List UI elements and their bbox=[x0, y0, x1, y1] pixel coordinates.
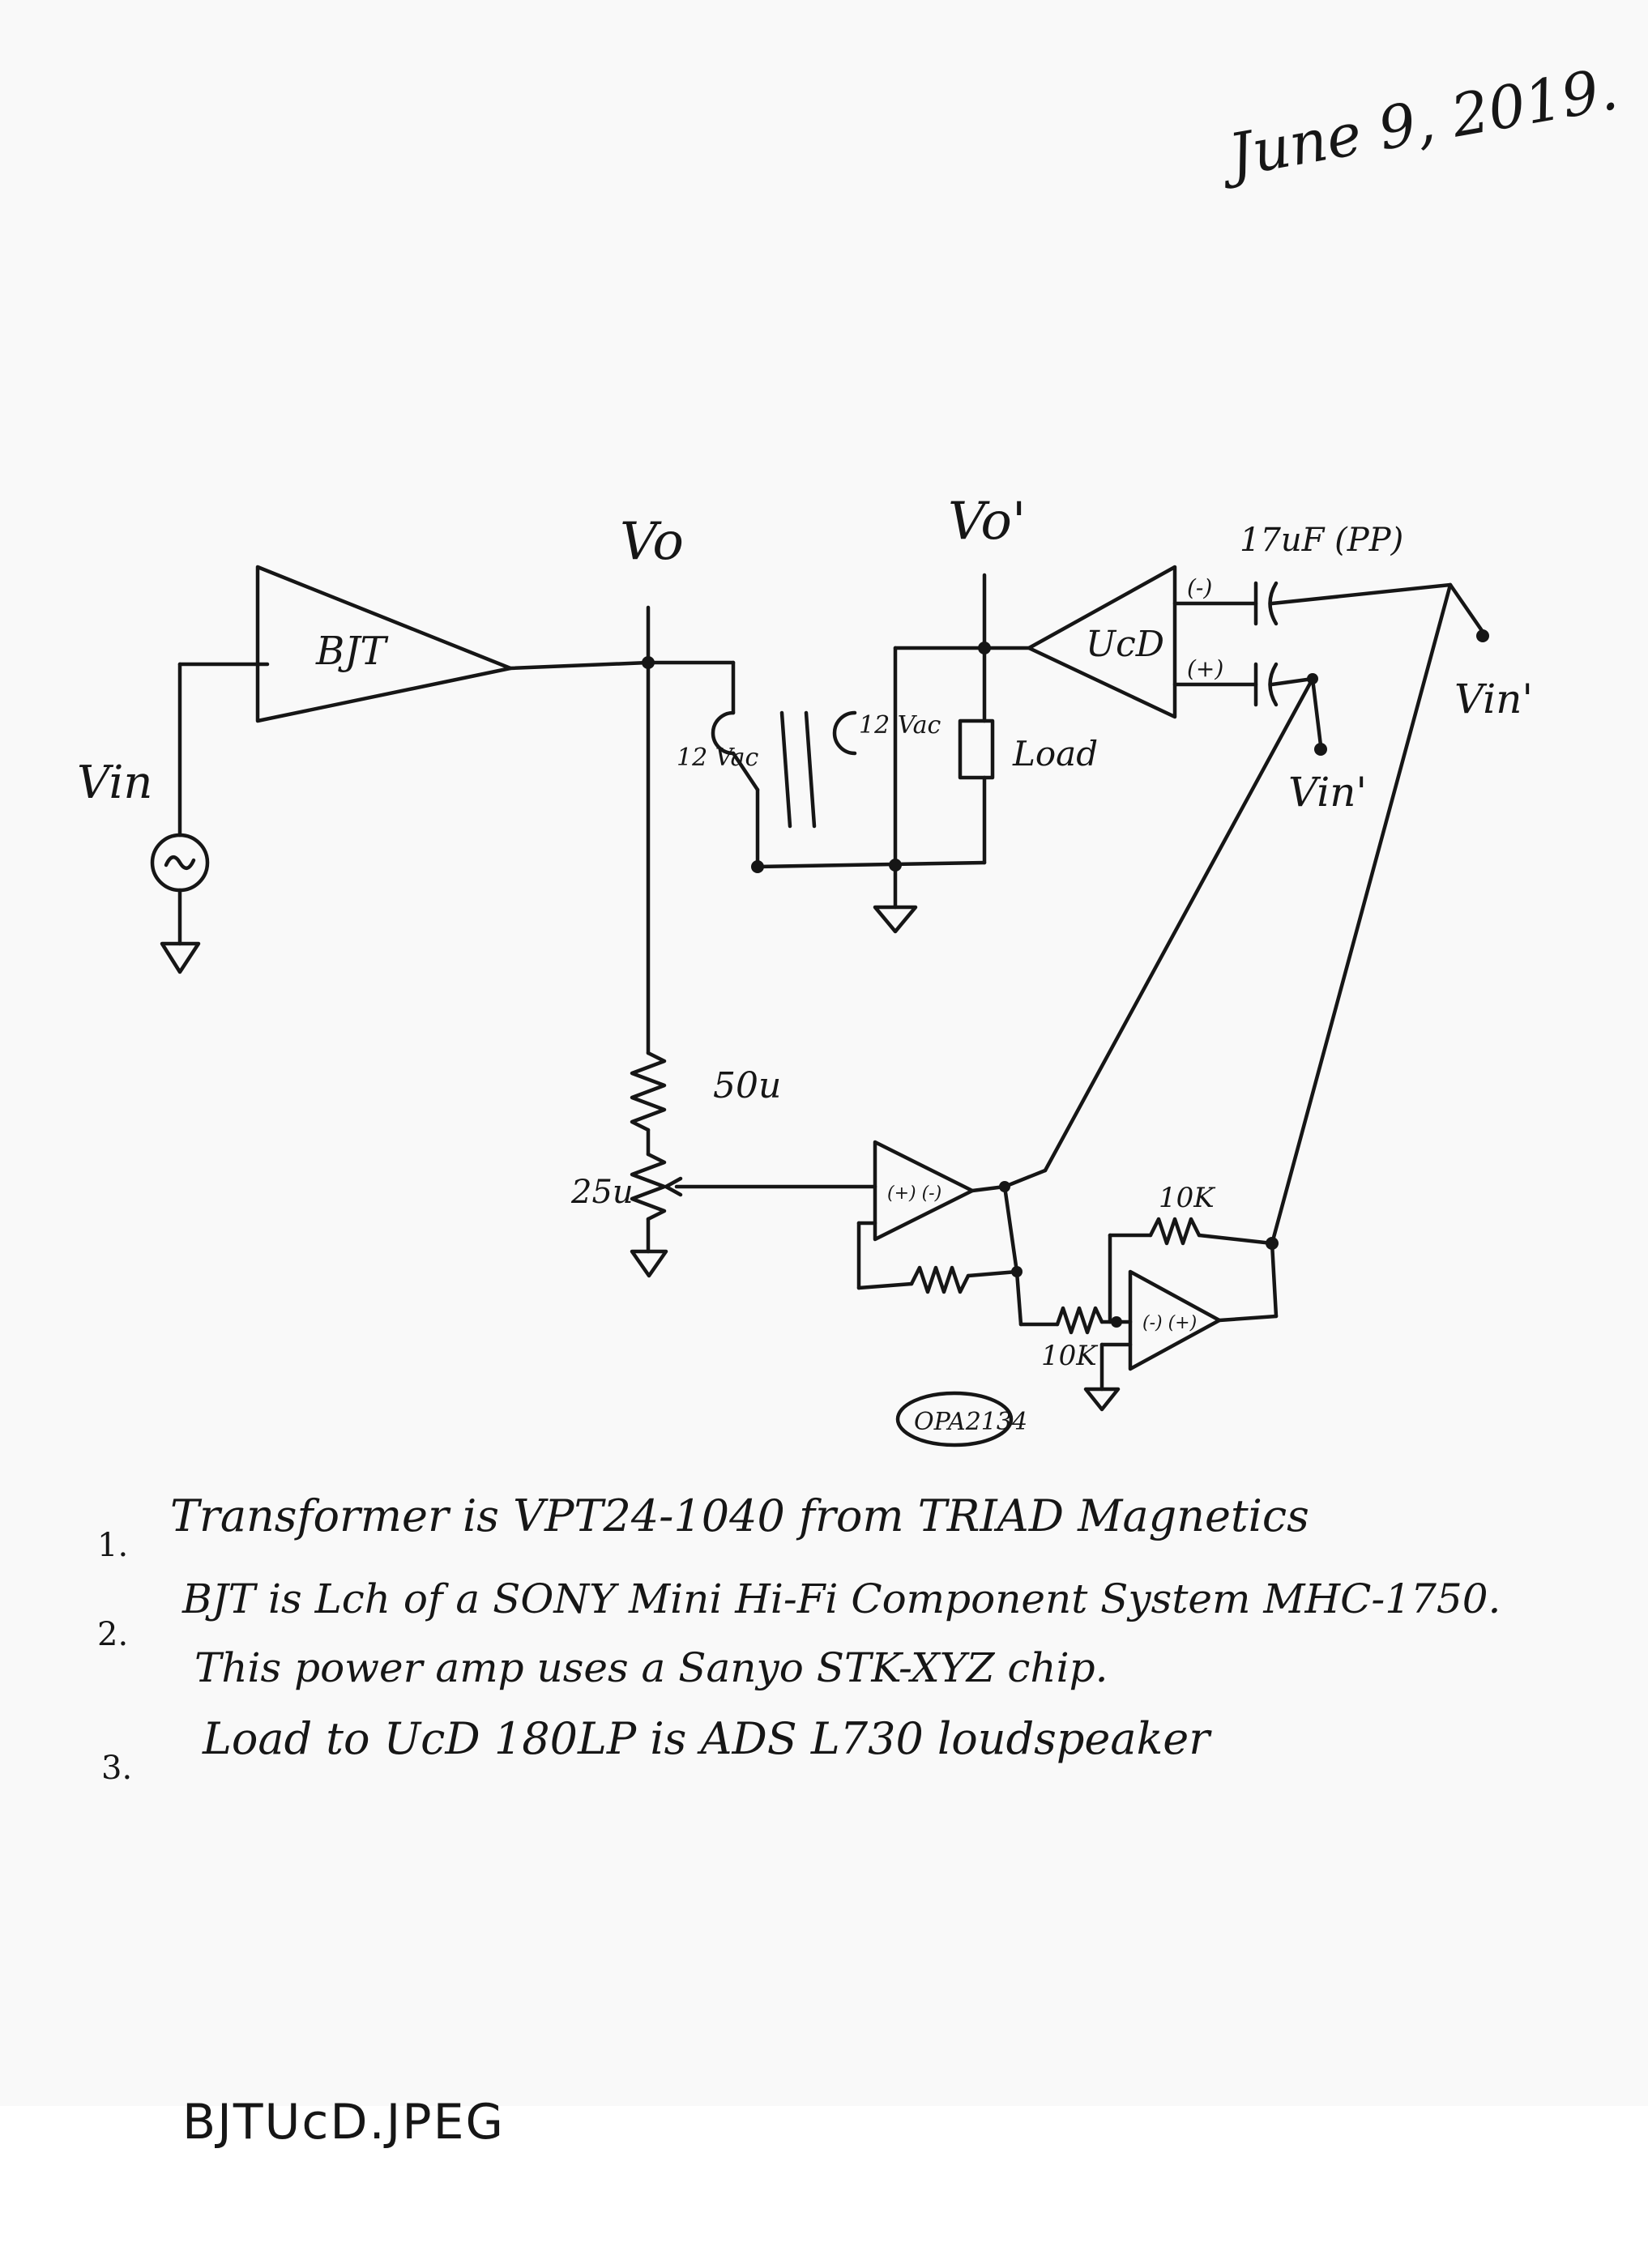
input-capacitors bbox=[1253, 581, 1453, 707]
opamp2-inputs-label: (-) (+) bbox=[1142, 1313, 1197, 1333]
vo-node bbox=[642, 605, 736, 1055]
secondary-voltage-label: 12 Vac bbox=[859, 711, 941, 740]
bjt-amplifier bbox=[255, 565, 651, 723]
res-10k-top-label: 10K bbox=[1159, 1182, 1216, 1214]
ucd-amplifier bbox=[1027, 565, 1258, 719]
paper-background bbox=[0, 0, 1648, 2106]
note-1-number: 1. bbox=[97, 1527, 129, 1564]
resistor-50 bbox=[630, 1051, 667, 1157]
feedback-wires bbox=[1002, 582, 1453, 1246]
cap-minus-label: (-) bbox=[1187, 574, 1212, 601]
opamp-1 bbox=[856, 1140, 1023, 1294]
transformer bbox=[711, 646, 987, 869]
pot-25-label: 25u bbox=[570, 1174, 634, 1211]
vin-prime-label: Vin' bbox=[1288, 769, 1367, 816]
note-3-number: 3. bbox=[101, 1750, 133, 1787]
note-2-number: 2. bbox=[97, 1616, 129, 1653]
note-3-text: Load to UcD 180LP is ADS L730 loudspeake… bbox=[203, 1713, 1210, 1764]
note-2-text: BJT is Lch of a SONY Mini Hi-Fi Componen… bbox=[182, 1575, 1501, 1622]
potentiometer-25 bbox=[630, 1152, 877, 1278]
load-label: Load bbox=[1012, 734, 1098, 774]
cap-plus-label: (+) bbox=[1187, 655, 1223, 682]
circuit-schematic: Vin BJT Vo 12 Vac 12 Vac bbox=[77, 492, 1533, 1447]
vo-prime-label: Vo' bbox=[948, 492, 1026, 552]
opamp-chip-label: OPA2134 bbox=[914, 1408, 1027, 1436]
capacitor-label: 17uF (PP) bbox=[1240, 522, 1403, 559]
note-1-text: Transformer is VPT24-1040 from TRIAD Mag… bbox=[170, 1490, 1309, 1541]
vin-source bbox=[150, 662, 270, 974]
ground-bus bbox=[751, 859, 987, 934]
vo-label: Vo bbox=[620, 512, 684, 572]
ucd-label: UcD bbox=[1086, 624, 1164, 665]
opamp1-inputs-label: (+) (-) bbox=[887, 1183, 941, 1204]
res-50-label: 50u bbox=[713, 1065, 781, 1106]
vin-prime-terminal bbox=[1310, 676, 1327, 756]
opamp-2 bbox=[1083, 1217, 1279, 1412]
primary-voltage-label: 12 Vac bbox=[677, 744, 759, 772]
bjt-label: BJT bbox=[315, 629, 389, 674]
vo-prime-node bbox=[958, 573, 1031, 865]
resistor-10k-bottom bbox=[1014, 1269, 1133, 1335]
filename-label: BJTUcD.JPEG bbox=[182, 2094, 505, 2151]
vin-bar-prime-label: Vin' bbox=[1454, 676, 1533, 723]
vin-label: Vin bbox=[77, 757, 152, 809]
note-2b-text: This power amp uses a Sanyo STK-XYZ chip… bbox=[194, 1644, 1108, 1691]
opamp-chip-bubble bbox=[895, 1391, 1014, 1447]
vin-bar-prime-terminal bbox=[1448, 582, 1489, 642]
scan-margin bbox=[0, 2106, 1648, 2268]
res-10k-bottom-label: 10K bbox=[1041, 1340, 1099, 1372]
